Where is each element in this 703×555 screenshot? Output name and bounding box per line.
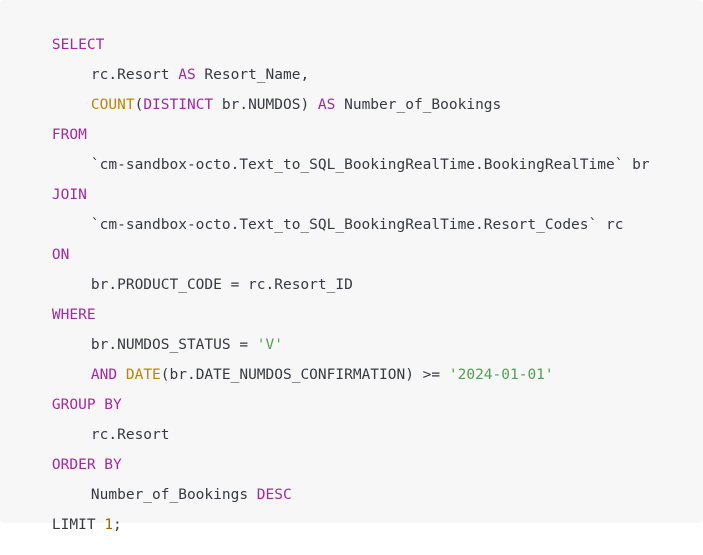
keyword-token: ORDER BY bbox=[51, 457, 122, 473]
number-token: 1 bbox=[104, 517, 114, 533]
keyword-token: FROM bbox=[51, 127, 87, 143]
code-line: ON bbox=[0, 225, 703, 263]
string-token: '2024-01-01' bbox=[448, 367, 554, 383]
code-line: Number_of_Bookings DESC bbox=[0, 465, 703, 503]
code-token: ; bbox=[113, 517, 122, 533]
code-line: GROUP BY bbox=[0, 375, 703, 413]
keyword-token: ON bbox=[51, 247, 70, 263]
code-line: `cm-sandbox-octo.Text_to_SQL_BookingReal… bbox=[0, 195, 703, 233]
code-line: AND DATE(br.DATE_NUMDOS_CONFIRMATION) >=… bbox=[0, 345, 703, 383]
code-token: Number_of_Bookings bbox=[90, 487, 257, 503]
code-line: ORDER BY bbox=[0, 435, 703, 473]
code-token: br.NUMDOS_STATUS = bbox=[90, 337, 257, 353]
code-token: Resort_Name, bbox=[195, 67, 310, 83]
code-token: (br.DATE_NUMDOS_CONFIRMATION) >= bbox=[160, 367, 449, 383]
code-line: SELECT bbox=[0, 15, 703, 53]
keyword-token: AS bbox=[317, 97, 336, 113]
code-line: JOIN bbox=[0, 165, 703, 203]
code-line: br.NUMDOS_STATUS = 'V' bbox=[0, 315, 703, 353]
code-line: `cm-sandbox-octo.Text_to_SQL_BookingReal… bbox=[0, 135, 703, 173]
keyword-token: SELECT bbox=[51, 37, 105, 53]
code-line: WHERE bbox=[0, 285, 703, 323]
keyword-token: AS bbox=[178, 67, 196, 83]
code-token: rc.Resort bbox=[90, 427, 170, 443]
code-token: ( bbox=[134, 97, 144, 113]
code-line: rc.Resort bbox=[0, 405, 703, 443]
code-token: br.PRODUCT_CODE = rc.Resort_ID bbox=[90, 277, 353, 293]
sql-code-block: SELECT rc.Resort AS Resort_Name, COUNT(D… bbox=[0, 15, 703, 533]
keyword-token: DISTINCT bbox=[143, 97, 214, 113]
code-line: FROM bbox=[0, 105, 703, 143]
code-line: rc.Resort AS Resort_Name, bbox=[0, 45, 703, 83]
keyword-token: WHERE bbox=[51, 307, 96, 323]
code-token bbox=[117, 367, 126, 383]
code-token: rc.Resort bbox=[90, 67, 179, 83]
code-token: br.NUMDOS) bbox=[213, 97, 318, 113]
code-line: br.PRODUCT_CODE = rc.Resort_ID bbox=[0, 255, 703, 293]
keyword-token: JOIN bbox=[51, 187, 87, 203]
function-token: DATE bbox=[125, 367, 161, 383]
keyword-token: AND bbox=[90, 367, 118, 383]
code-token: `cm-sandbox-octo.Text_to_SQL_BookingReal… bbox=[90, 217, 624, 233]
keyword-token: GROUP BY bbox=[51, 397, 122, 413]
code-token: LIMIT bbox=[51, 517, 105, 533]
code-token: Number_of_Bookings bbox=[335, 97, 502, 113]
string-token: 'V' bbox=[256, 337, 283, 353]
code-token: `cm-sandbox-octo.Text_to_SQL_BookingReal… bbox=[90, 157, 650, 173]
code-line: COUNT(DISTINCT br.NUMDOS) AS Number_of_B… bbox=[0, 75, 703, 113]
function-token: COUNT bbox=[90, 97, 135, 113]
keyword-token: DESC bbox=[256, 487, 292, 503]
